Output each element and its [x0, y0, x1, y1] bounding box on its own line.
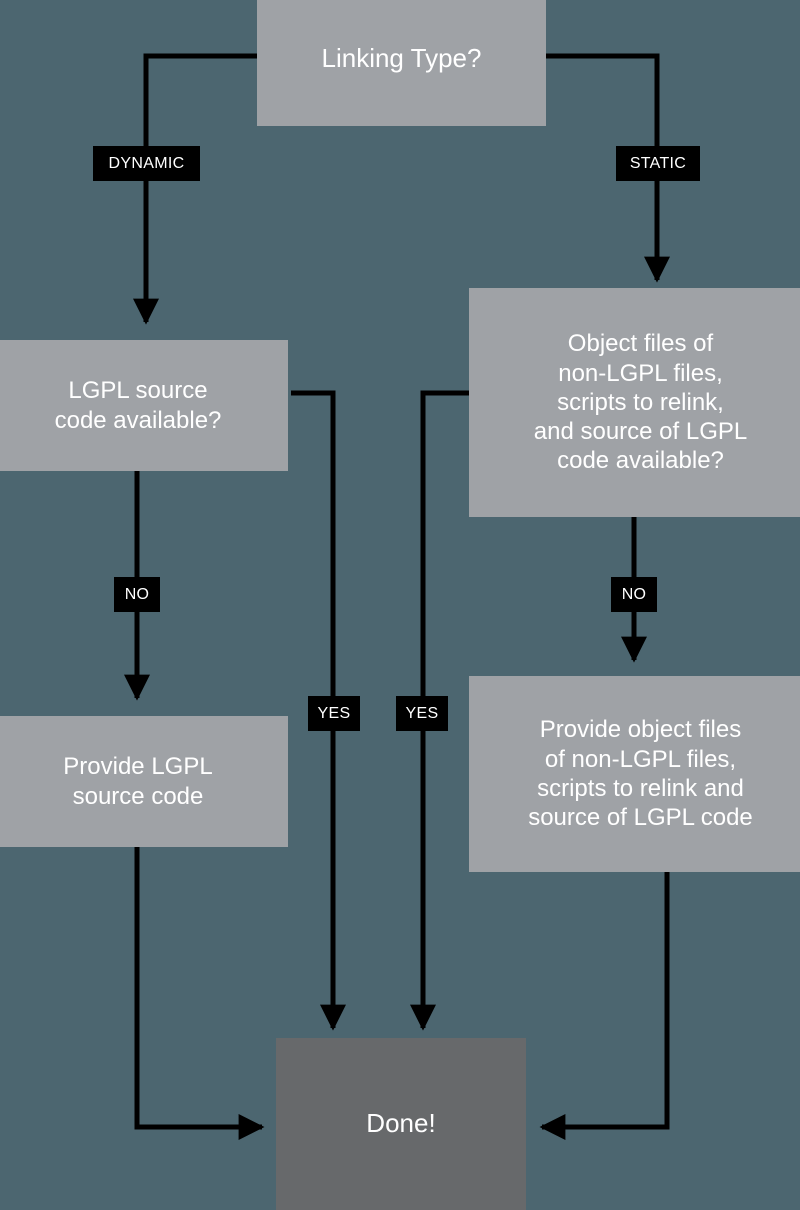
node-provide-object-files[interactable]: Provide object files of non-LGPL files, …	[469, 676, 800, 872]
node-provide-lgpl-source-code[interactable]: Provide LGPL source code	[0, 716, 288, 847]
edge-label-yes-right: YES	[396, 696, 448, 731]
edge-label-dynamic: DYNAMIC	[93, 146, 200, 181]
edge-provide-object-files-to-done	[539, 872, 670, 1140]
edge-label-yes-left: YES	[308, 696, 360, 731]
node-linking-type[interactable]: Linking Type?	[257, 0, 546, 126]
node-done[interactable]: Done!	[276, 1038, 526, 1210]
node-lgpl-source-available[interactable]: LGPL source code available?	[0, 340, 288, 471]
edge-label-no-left: NO	[114, 577, 160, 612]
node-object-files-available[interactable]: Object files of non-LGPL files, scripts …	[469, 288, 800, 517]
edge-provide-lgpl-to-done	[134, 847, 265, 1140]
edge-dynamic	[133, 53, 257, 325]
edge-label-no-right: NO	[611, 577, 657, 612]
edge-label-static: STATIC	[616, 146, 700, 181]
